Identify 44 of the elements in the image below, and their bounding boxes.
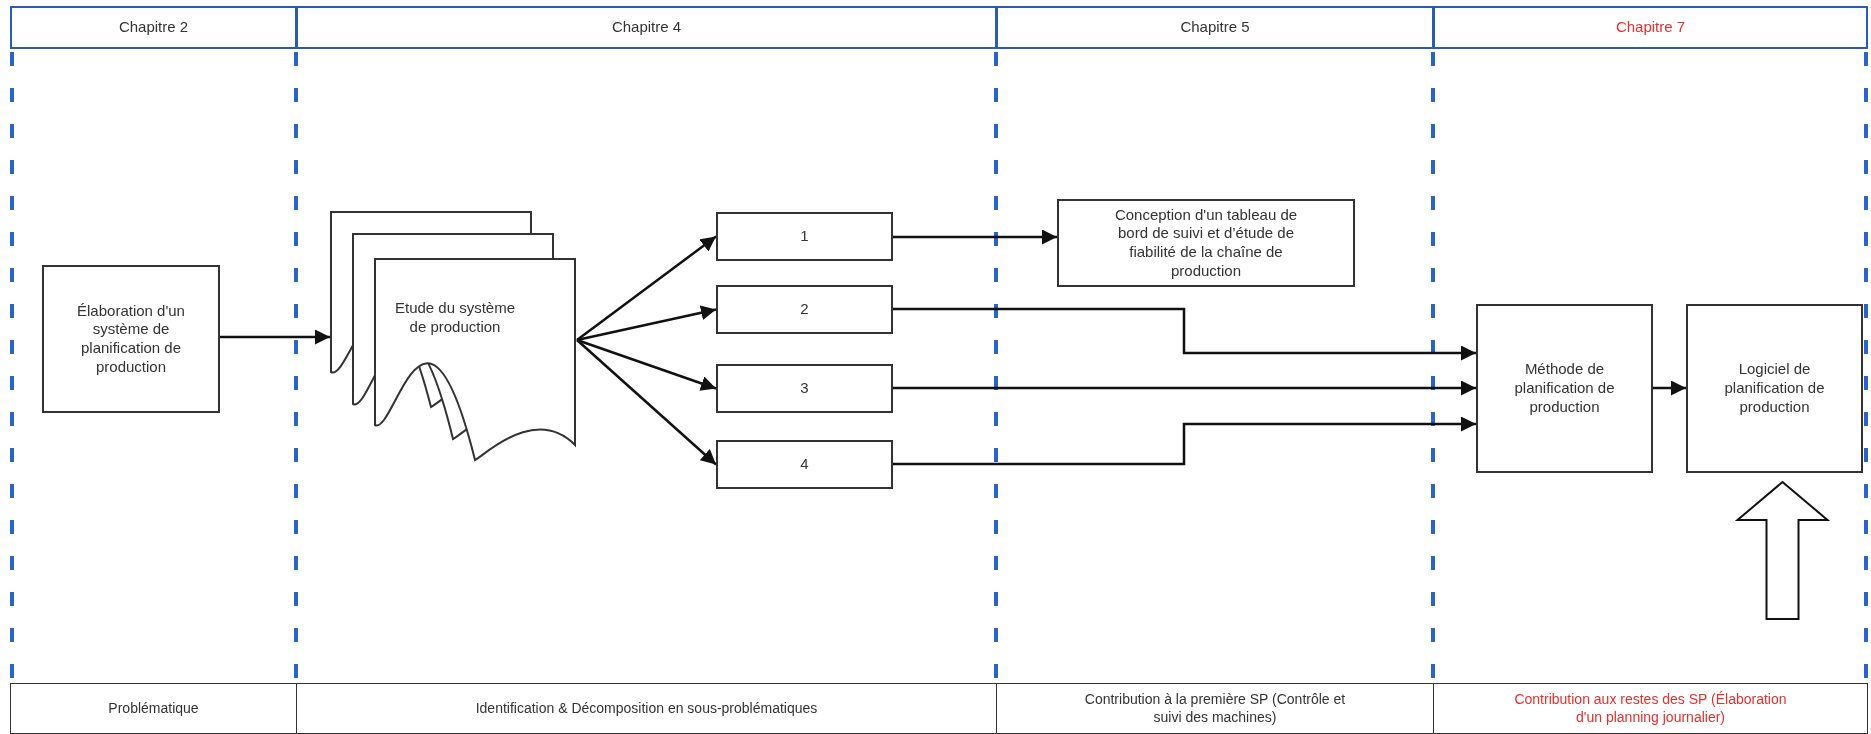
process-box [716,285,893,334]
process-box [1476,304,1653,473]
box-label: Logiciel de planification de production [1723,360,1826,417]
document-label: Etude du système de production [393,299,517,337]
section-title: Contribution aux restes des SP (Élaboration d'un planning journalier) [1513,691,1788,726]
arrow [1653,380,1686,396]
process-box [716,212,893,261]
section-footer-cell [296,683,997,734]
section-footer-cell [10,683,297,734]
process-box [716,440,893,489]
box-label: 4 [800,455,809,474]
arrow [893,380,1476,396]
chapter-title: Chapitre 7 [1615,18,1686,37]
box-label: 2 [800,300,809,319]
process-box [1686,304,1863,473]
process-box [42,265,220,413]
section-title: Contribution à la première SP (Contrôle et suivi des machines) [1084,691,1346,726]
arrow [576,339,717,466]
process-box [716,364,893,413]
box-label: 3 [800,379,809,398]
box-label: Élaboration d'un système de planification de production [76,301,186,377]
chapter-header-cell [996,6,1434,49]
section-footer-cell [1433,683,1868,734]
arrow [576,305,717,342]
arrow [220,329,330,345]
chapter-header-cell [10,6,297,49]
box-label: Méthode de planification de production [1513,360,1616,417]
chapter-title: Chapitre 4 [611,18,682,37]
arrow [893,229,1057,245]
section-title: Identification & Décomposition en sous-problématiques [475,699,818,718]
arrow [893,307,1476,361]
chapter-title: Chapitre 5 [1180,18,1250,37]
chapter-header-cell [296,6,997,49]
box-label: Conception d'un tableau de bord de suivi et d’étude de fiabilité de la chaîne de production [1113,205,1299,281]
chapter-header-cell [1433,6,1868,49]
section-footer-cell [996,683,1434,734]
process-box [1057,199,1355,287]
arrow [576,338,717,391]
box-label: 1 [800,227,809,246]
block-arrow [1734,480,1831,620]
arrow [576,235,717,341]
section-title: Problématique [108,699,199,718]
chapter-title: Chapitre 2 [118,18,189,37]
arrow [893,416,1476,466]
